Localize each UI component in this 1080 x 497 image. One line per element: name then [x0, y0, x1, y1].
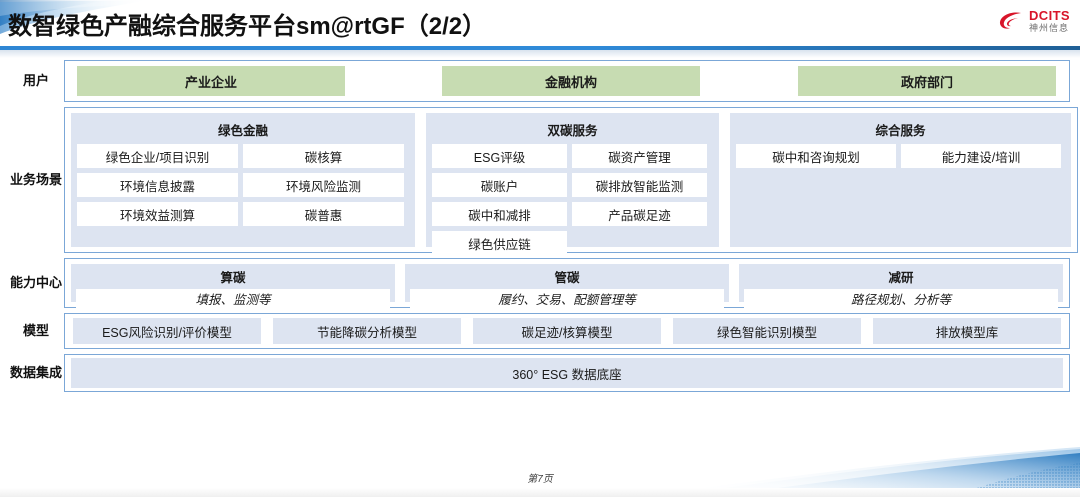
capability-title: 减研: [888, 271, 914, 285]
bottom-strip: [0, 488, 1080, 497]
layer-label-capability-center: 能力中心: [9, 274, 62, 290]
logo-text-cn: 神州信息: [1029, 23, 1070, 33]
data-foundation-box[interactable]: 360° ESG 数据底座: [71, 358, 1063, 388]
scene-group-items: 绿色企业/项目识别 碳核算 环境信息披露 环境风险监测 环境效益测算 碳普惠: [77, 144, 409, 226]
page-title: 数智绿色产融综合服务平台sm@rtGF（2/2）: [8, 13, 487, 40]
scene-group-title: 综合服务: [875, 124, 926, 138]
scene-item[interactable]: ESG评级: [432, 144, 567, 168]
scene-item[interactable]: 能力建设/培训: [901, 144, 1061, 168]
scene-group-items: ESG评级 碳资产管理 碳账户 碳排放智能监测 碳中和减排 产品碳足迹 绿色供应…: [432, 144, 713, 255]
title-divider-rule: [0, 46, 1080, 50]
capability-card-calculate-carbon[interactable]: 算碳 填报、监测等: [71, 264, 395, 308]
user-box-government[interactable]: 政府部门: [798, 66, 1056, 96]
layer-body-user: 产业企业 金融机构 政府部门: [64, 60, 1070, 102]
model-box[interactable]: 节能降碳分析模型: [273, 318, 461, 344]
scene-group-items: 碳中和咨询规划 能力建设/培训: [736, 144, 1065, 168]
scene-item[interactable]: 碳资产管理: [572, 144, 707, 168]
layer-body-business-scene: 绿色金融 绿色企业/项目识别 碳核算 环境信息披露 环境风险监测 环境效益测算 …: [64, 107, 1078, 255]
title-bar: 数智绿色产融综合服务平台sm@rtGF（2/2） DCITS 神州信息: [0, 0, 1080, 58]
model-box[interactable]: ESG风险识别/评价模型: [73, 318, 261, 344]
layer-row-user: 用户 产业企业 金融机构 政府部门: [8, 60, 1070, 102]
scene-group-comprehensive: 综合服务 碳中和咨询规划 能力建设/培训: [730, 113, 1071, 247]
capability-subtitle: 履约、交易、配额管理等: [410, 289, 724, 308]
scene-item[interactable]: 环境效益测算: [77, 202, 238, 226]
scene-group-title: 双碳服务: [547, 124, 598, 138]
layer-body-model: ESG风险识别/评价模型 节能降碳分析模型 碳足迹/核算模型 绿色智能识别模型 …: [64, 313, 1070, 349]
scene-item[interactable]: 碳排放智能监测: [572, 173, 707, 197]
model-box[interactable]: 绿色智能识别模型: [673, 318, 861, 344]
layer-label-model: 模型: [22, 322, 49, 338]
layer-label-business-scene: 业务场景: [9, 171, 62, 187]
capability-title: 管碳: [554, 271, 580, 285]
dcits-swirl-icon: [998, 10, 1024, 32]
title-divider-shadow: [0, 50, 1080, 58]
model-box[interactable]: 排放模型库: [873, 318, 1061, 344]
layer-label-data-integration: 数据集成: [9, 364, 62, 380]
architecture-grid: 用户 产业企业 金融机构 政府部门 业务场景 绿色金融 绿色企业/项目识别 碳核…: [8, 60, 1078, 397]
capability-title: 算碳: [220, 271, 246, 285]
scene-item[interactable]: 碳中和咨询规划: [736, 144, 896, 168]
logo-text-en: DCITS: [1029, 8, 1070, 23]
model-box[interactable]: 碳足迹/核算模型: [473, 318, 661, 344]
page-number-footer: 第7页: [527, 474, 553, 485]
scene-item[interactable]: 产品碳足迹: [572, 202, 707, 226]
scene-item[interactable]: 碳中和减排: [432, 202, 567, 226]
scene-item[interactable]: 碳账户: [432, 173, 567, 197]
layer-row-business-scene: 业务场景 绿色金融 绿色企业/项目识别 碳核算 环境信息披露 环境风险监测 环境…: [8, 107, 1078, 255]
capability-card-manage-carbon[interactable]: 管碳 履约、交易、配额管理等: [405, 264, 729, 308]
layer-label-user: 用户: [22, 72, 49, 88]
layer-row-model: 模型 ESG风险识别/评价模型 节能降碳分析模型 碳足迹/核算模型 绿色智能识别…: [8, 313, 1070, 349]
scene-item[interactable]: 绿色供应链: [432, 231, 567, 255]
brand-logo: DCITS 神州信息: [998, 6, 1070, 36]
layer-body-data-integration: 360° ESG 数据底座: [64, 354, 1070, 392]
layer-row-data-integration: 数据集成 360° ESG 数据底座: [8, 354, 1070, 392]
capability-card-reduce-research[interactable]: 减研 路径规划、分析等: [739, 264, 1063, 308]
scene-item[interactable]: 碳普惠: [243, 202, 404, 226]
user-box-financial[interactable]: 金融机构: [442, 66, 700, 96]
user-box-industry[interactable]: 产业企业: [77, 66, 345, 96]
scene-item[interactable]: 环境风险监测: [243, 173, 404, 197]
scene-group-dual-carbon: 双碳服务 ESG评级 碳资产管理 碳账户 碳排放智能监测 碳中和减排 产品碳足迹…: [426, 113, 719, 255]
scene-group-title: 绿色金融: [217, 124, 268, 138]
scene-item[interactable]: 绿色企业/项目识别: [77, 144, 238, 168]
layer-row-capability-center: 能力中心 算碳 填报、监测等 管碳 履约、交易、配额管理等 减研 路径规划、分析…: [8, 258, 1070, 308]
capability-subtitle: 路径规划、分析等: [744, 289, 1058, 308]
scene-group-green-finance: 绿色金融 绿色企业/项目识别 碳核算 环境信息披露 环境风险监测 环境效益测算 …: [71, 113, 415, 247]
scene-item[interactable]: 碳核算: [243, 144, 404, 168]
scene-item[interactable]: 环境信息披露: [77, 173, 238, 197]
capability-subtitle: 填报、监测等: [76, 289, 390, 308]
layer-body-capability-center: 算碳 填报、监测等 管碳 履约、交易、配额管理等 减研 路径规划、分析等: [64, 258, 1070, 308]
